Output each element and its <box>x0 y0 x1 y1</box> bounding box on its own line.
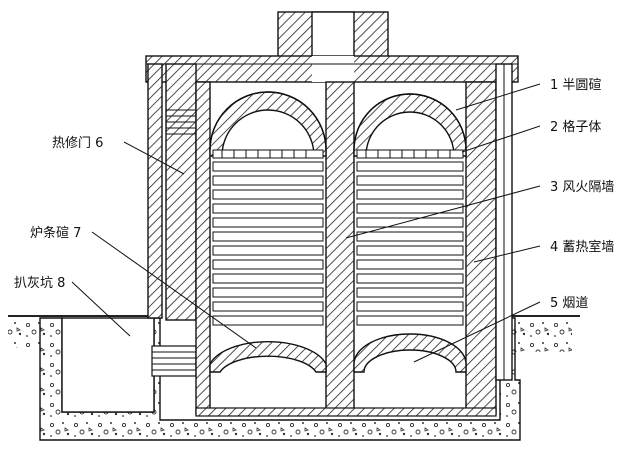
checker-right <box>356 149 464 326</box>
label-checker-body: 2 格子体 <box>550 119 601 135</box>
label-fire-partition-wall: 3 风火隔墙 <box>550 180 614 195</box>
label-hot-repair-door: 热修门 6 <box>52 136 103 151</box>
outer-wall-left <box>147 63 163 319</box>
grate-arch-right <box>353 333 467 373</box>
ash-pit <box>61 317 155 413</box>
checker-gaps <box>221 150 451 158</box>
leader-lines <box>71 83 541 363</box>
regenerator-wall-right <box>465 81 497 415</box>
label-semicircle-arch: 1 半圆碹 <box>550 78 601 93</box>
label-ash-pit: 扒灰坑 8 <box>14 276 65 291</box>
semicircle-arch-right <box>353 93 467 157</box>
checker-left <box>212 149 324 326</box>
soil-right <box>510 318 572 352</box>
label-regenerator-wall: 4 蓄热室墙 <box>550 239 614 255</box>
hot-repair-door-frame <box>165 63 197 321</box>
semicircle-arch-left <box>209 91 327 157</box>
grate-arch-left <box>209 341 327 373</box>
label-flue: 5 烟道 <box>550 296 588 311</box>
label-grate-arch: 炉条碹 7 <box>30 225 81 241</box>
door-bricks <box>166 109 196 135</box>
fire-partition-wall <box>325 81 355 415</box>
flue-floor <box>195 407 497 417</box>
regenerator-wall-left <box>195 81 211 415</box>
